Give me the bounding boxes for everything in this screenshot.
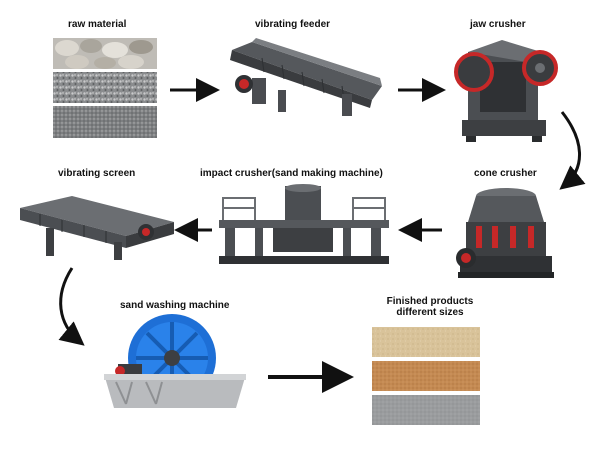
node-cone-crusher: [450, 182, 558, 282]
node-raw-material: [53, 38, 157, 138]
cone-crusher-image: [456, 188, 554, 278]
sand-washing-machine-image: [104, 314, 246, 408]
label-finished-products: Finished products different sizes: [370, 296, 490, 318]
label-sand-washing-machine: sand washing machine: [120, 300, 230, 311]
node-vibrating-screen: [16, 192, 176, 262]
label-finished-products-line2: different sizes: [396, 307, 464, 318]
label-finished-products-line1: Finished products: [386, 296, 474, 307]
vibrating-feeder-image: [230, 38, 382, 116]
label-vibrating-screen: vibrating screen: [58, 168, 136, 179]
node-impact-crusher: [215, 184, 393, 270]
raw-material-image: [53, 38, 157, 138]
label-impact-crusher: impact crusher(sand making machine): [200, 168, 383, 179]
arrow-screen-to-washer: [58, 267, 85, 346]
label-raw-material: raw material: [68, 19, 127, 30]
label-cone-crusher: cone crusher: [474, 168, 537, 179]
label-jaw-crusher: jaw crusher: [470, 19, 526, 30]
arrow-jaw-to-cone: [559, 111, 586, 190]
node-finished-products: [372, 327, 482, 425]
jaw-crusher-image: [454, 40, 558, 142]
node-sand-washing-machine: [96, 312, 252, 412]
node-jaw-crusher: [452, 34, 560, 144]
impact-crusher-image: [219, 184, 389, 264]
vibrating-screen-image: [20, 196, 174, 260]
finished-products-image: [372, 327, 480, 425]
label-vibrating-feeder: vibrating feeder: [255, 19, 331, 30]
node-vibrating-feeder: [222, 38, 390, 122]
